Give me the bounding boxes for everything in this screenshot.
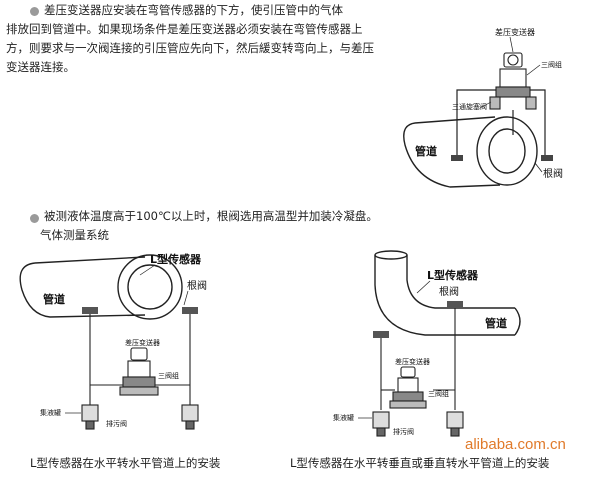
label-pipe: 管道 xyxy=(43,292,65,306)
bullet-2 xyxy=(30,214,39,223)
impulse-lines xyxy=(380,307,456,410)
pipe-drawing xyxy=(403,116,538,188)
collector-tanks xyxy=(372,411,464,437)
label-valve3: 三阀组 xyxy=(158,371,179,380)
caption-right: L型传感器在水平转垂直或垂直转水平管道上的安装 xyxy=(290,456,550,470)
section2-line-2: 气体测量系统 xyxy=(40,228,109,242)
label-transmitter: 差压变送器 xyxy=(125,338,160,347)
pipe-drawing xyxy=(374,250,521,336)
label-root-valve: 根阀 xyxy=(543,167,563,180)
label-collector: 集液罐 xyxy=(40,408,61,417)
section1-line-2: 排放回到管道中。如果现场条件是差压变送器必须安装在弯管传感器上 xyxy=(6,22,363,36)
label-collector: 集液罐 xyxy=(333,413,354,422)
label-transmitter: 差压变送器 xyxy=(495,27,535,37)
section1-line-4: 变送器连接。 xyxy=(6,60,75,74)
transmitter-drawing xyxy=(489,52,537,110)
label-transmitter: 差压变送器 xyxy=(395,357,430,366)
watermark: alibaba.com.cn xyxy=(465,436,566,453)
label-sensor: L型传感器 xyxy=(427,268,479,282)
fittings xyxy=(373,301,463,338)
label-valve3: 三阀组 xyxy=(428,389,449,398)
label-valve3way: 三通旋塞阀 xyxy=(452,102,487,111)
impulse-lines xyxy=(89,313,191,405)
label-pipe: 管道 xyxy=(485,316,507,330)
bullet-1 xyxy=(30,7,39,16)
impulse-lines xyxy=(456,89,546,155)
label-sensor: L型传感器 xyxy=(150,252,202,266)
pipe-drawing xyxy=(19,254,183,320)
transmitter-drawing xyxy=(389,366,427,409)
label-pipe: 管道 xyxy=(415,144,437,158)
label-root-valve: 根阀 xyxy=(439,285,459,298)
label-root-valve: 根阀 xyxy=(187,279,207,292)
label-valve3: 三阀组 xyxy=(541,60,562,69)
section1-line-3: 方，则要求与一次阀连接的引压管应先向下，然后緩变转弯向上，与差压 xyxy=(6,41,374,55)
transmitter-drawing xyxy=(119,347,159,396)
label-drain: 排污阀 xyxy=(106,419,127,428)
collector-tanks xyxy=(81,404,199,430)
figure-bottom-left: L型传感器 管道 根阀 差压变送器 三阀组 集液罐 排污阀 xyxy=(19,252,207,430)
caption-left: L型传感器在水平转水平管道上的安装 xyxy=(30,456,221,470)
section1-line-1: 差压变送器应安装在弯管传感器的下方，使引压管中的气体 xyxy=(44,3,343,17)
section2-line-1: 被测液体温度高于100℃以上时，根阀选用高温型并加装冷凝盘。 xyxy=(44,209,378,223)
label-drain: 排污阀 xyxy=(393,427,414,436)
fittings xyxy=(451,155,553,161)
section1-paragraph: 差压变送器应安装在弯管传感器的下方，使引压管中的气体 排放回到管道中。如果现场条… xyxy=(6,1,401,77)
figure-top-right: 差压变送器 三阀组 三通旋塞阀 管道 根阀 xyxy=(403,27,563,188)
figure-bottom-right: L型传感器 根阀 管道 差压变送器 三阀组 集液罐 排污阀 xyxy=(333,250,521,437)
fittings xyxy=(82,307,198,314)
